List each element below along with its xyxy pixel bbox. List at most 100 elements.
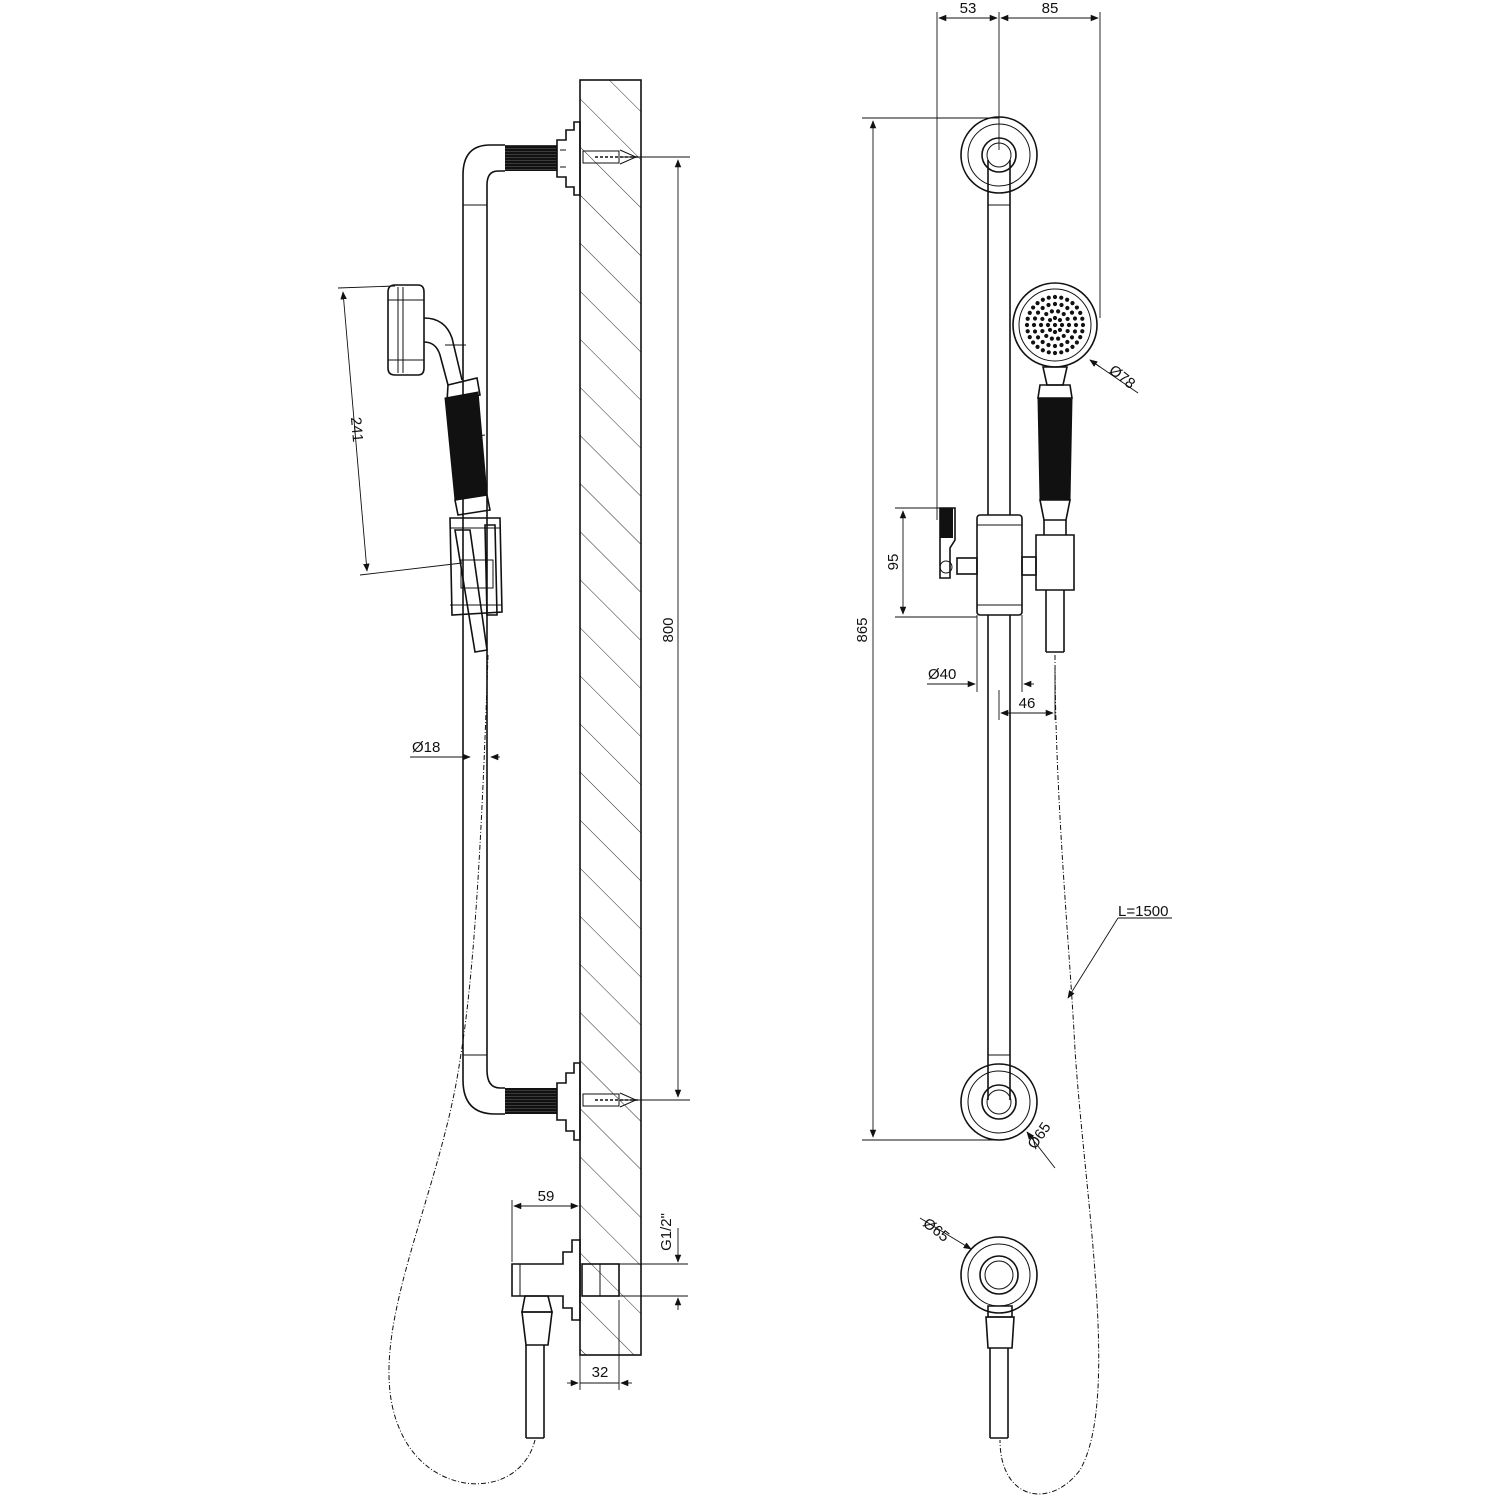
dim-hose-diameter: Ø18 [410,739,500,761]
spray-nozzle [1080,329,1085,334]
dim-slider-diameter: Ø40 [927,615,1034,692]
spray-nozzle [1065,305,1070,311]
bottom-flange-front [960,1063,1038,1141]
spray-nozzle [1040,305,1045,311]
spray-nozzle [1049,336,1054,341]
spray-nozzle [1046,302,1051,308]
spray-nozzle [1031,340,1036,345]
dim-thread-label: G1/2" [658,1213,675,1251]
dim-outlet-flange-diameter: Ø65 [920,1215,972,1250]
side-view: 800 241 Ø18 59 G1/2" [337,79,690,1485]
spray-nozzle [1045,322,1051,328]
hand-shower-side [387,284,491,516]
dim-18-label: Ø18 [412,739,440,756]
spray-nozzle [1069,310,1075,315]
spray-nozzle [1040,339,1045,345]
dim-95-label: 95 [885,554,902,571]
spray-nozzle [1065,316,1070,322]
spray-nozzle [1069,335,1075,340]
hand-shower-head-front [1012,282,1098,535]
slider-front [939,507,1075,653]
dim-65-outlet-label: Ø65 [920,1215,953,1246]
spray-nozzle [1052,329,1058,335]
spray-nozzle [1046,295,1051,300]
spray-nozzle [1040,328,1045,334]
spray-nozzle [1052,315,1058,321]
spray-nozzle [1074,340,1079,345]
dim-865-label: 865 [854,617,871,642]
dim-241-label: 241 [347,416,366,442]
spray-nozzle [1032,329,1038,334]
dim-slider-offset: 46 [998,668,1056,720]
spray-nozzle [1027,310,1032,315]
dim-slider-height: 95 [885,507,977,618]
spray-nozzle [1057,317,1063,323]
spray-nozzle [1065,348,1070,353]
spray-nozzle [1074,305,1079,310]
dim-53-label: 53 [960,0,977,17]
hose-front [999,654,1100,1495]
dim-hose-length: L=1500 [1067,903,1172,999]
spray-nozzle [1031,322,1037,328]
spray-nozzle [1046,342,1051,348]
dim-head-diameter: Ø78 [1089,359,1139,394]
spray-nozzle [1044,333,1049,339]
dim-85-label: 85 [1042,0,1059,17]
spray-nozzle [1072,316,1078,321]
spray-nozzle [1025,316,1030,321]
dim-handset-length: 241 [337,285,463,576]
wall-section [579,79,642,1356]
spray-nozzle [1072,329,1078,334]
spray-nozzle [1059,302,1064,308]
spray-nozzle [1035,344,1040,349]
dim-32-label: 32 [592,1364,609,1381]
spray-nozzle [1035,310,1041,315]
dim-40-label: Ø40 [928,666,956,683]
spray-nozzle [1061,311,1066,317]
spray-nozzle [1065,297,1070,302]
wall-outlet-side [511,1239,620,1439]
spray-nozzle [1061,333,1066,339]
spray-nozzle [1047,317,1053,323]
spray-nozzle [1040,348,1045,353]
spray-nozzle [1070,344,1075,349]
spray-nozzle [1066,322,1072,328]
spray-nozzle [1052,301,1058,307]
dim-wall-depth: 32 [567,1300,632,1390]
spray-nozzle [1080,322,1086,328]
dim-59-label: 59 [538,1188,555,1205]
wall-outlet-front [960,1236,1038,1439]
spray-nozzle [1052,294,1058,300]
spray-nozzle [1059,350,1064,355]
spray-nozzle [1078,310,1083,315]
spray-nozzle [1049,309,1054,314]
dim-800-label: 800 [660,617,677,642]
rail-tube-side [462,144,505,1115]
spray-nozzle [1040,297,1045,302]
dim-thread: G1/2" [619,1213,688,1310]
spray-nozzle [1059,295,1064,300]
spray-nozzle [1052,343,1058,349]
spray-nozzle [1038,322,1044,328]
spray-nozzle [1044,311,1049,317]
spray-nozzle [1070,301,1075,306]
spray-nozzle [1059,322,1065,328]
spray-nozzle [1025,329,1030,334]
spray-nozzle [1065,339,1070,345]
spray-nozzle [1052,350,1058,356]
spray-nozzle [1040,316,1045,322]
dim-78-label: Ø78 [1106,362,1139,393]
dim-top-widths: 53 85 [936,0,1101,520]
spray-nozzle [1035,301,1040,306]
spray-nozzle [1052,322,1058,328]
slider-side [449,517,503,653]
dim-46-label: 46 [1019,695,1036,712]
dim-rail-height: 800 [620,156,690,1101]
dim-total-height: 865 [854,117,999,1141]
spray-nozzle [1027,335,1032,340]
spray-nozzle [1065,328,1070,334]
hose-side [388,654,536,1485]
spray-nozzle [1056,309,1061,314]
spray-nozzle [1031,305,1036,310]
